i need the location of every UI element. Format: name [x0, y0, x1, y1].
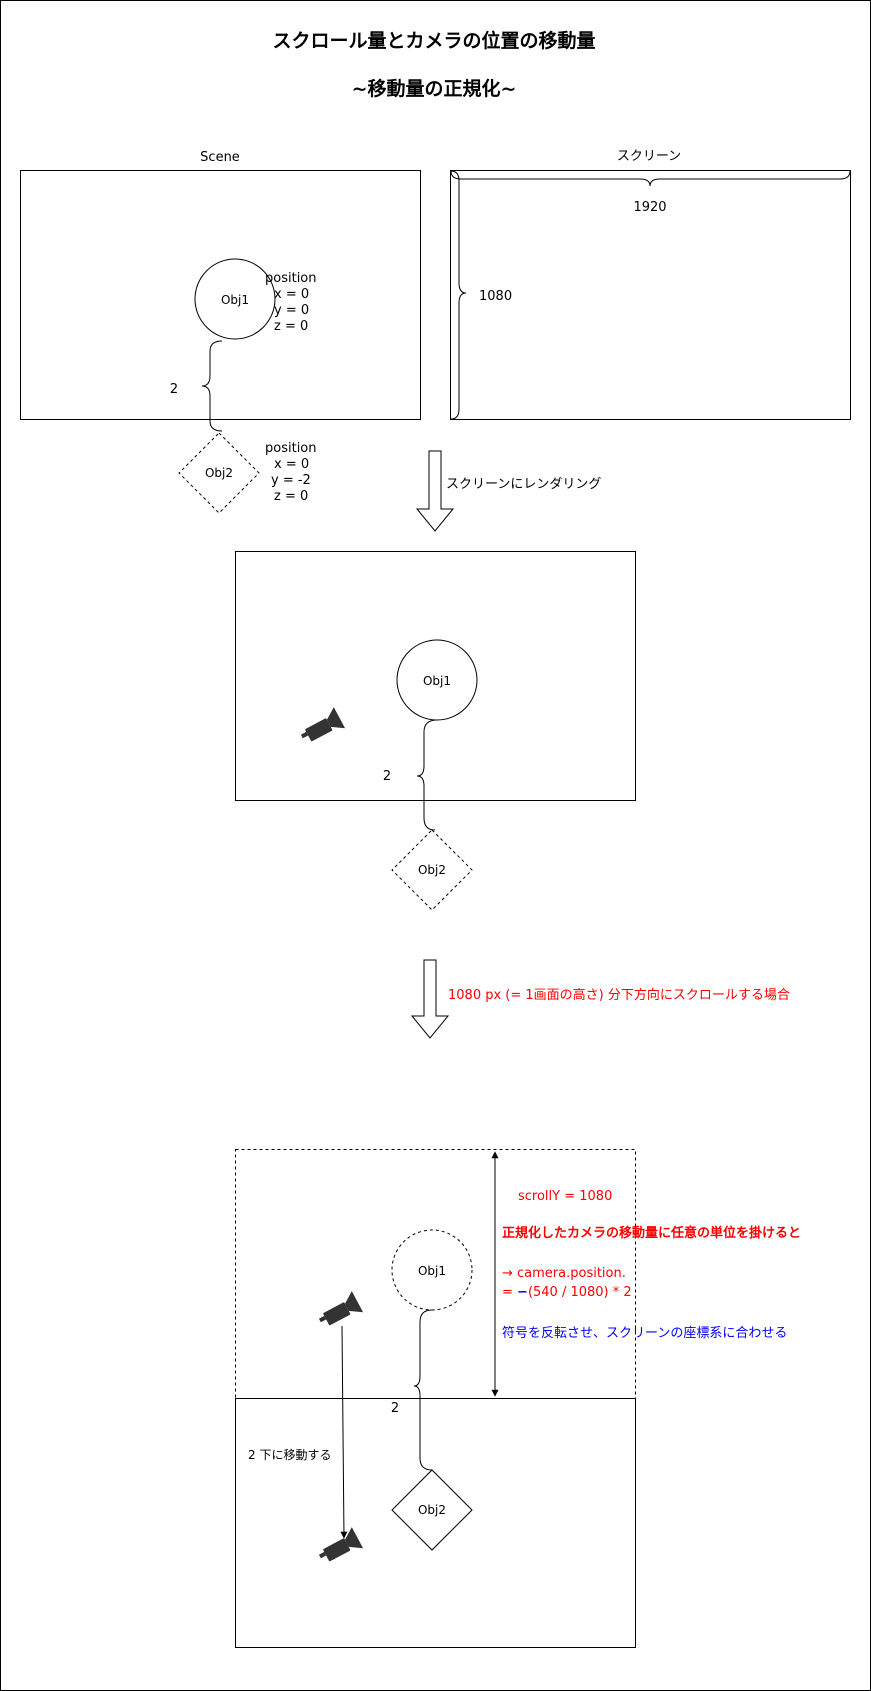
scene-obj1-label: Obj1 — [221, 293, 249, 307]
render-obj2-label: Obj2 — [418, 863, 446, 877]
formula-line-1: → camera.position. — [502, 1266, 626, 1281]
scroll-distance-brace — [413, 1309, 433, 1471]
scene-distance-label: 2 — [170, 382, 178, 397]
screen-height-label: 1080 — [479, 289, 512, 304]
page-title: スクロール量とカメラの位置の移動量 — [272, 29, 595, 52]
scroll-obj2-diamond — [391, 1469, 473, 1551]
formula-eq: = — [502, 1285, 517, 1300]
scene-box — [20, 170, 421, 420]
scene-obj1-position-x: x = 0 — [274, 287, 309, 302]
scroll-distance-label: 2 — [391, 1401, 399, 1416]
scene-obj1-position-y: y = 0 — [274, 303, 309, 318]
camera-icon — [296, 707, 346, 748]
scroll-new-screen-box — [235, 1398, 636, 1648]
sign-note: 符号を反転させ、スクリーンの座標系に合わせる — [502, 1325, 787, 1341]
camera-icon — [314, 1291, 364, 1332]
formula-line-2: = −(540 / 1080) * 2 — [502, 1285, 632, 1300]
scroll-obj1-label: Obj1 — [418, 1264, 446, 1278]
camera-move-label: 2 下に移動する — [248, 1448, 331, 1462]
scene-obj2-position-x: x = 0 — [274, 457, 309, 472]
arrow2-label: 1080 px (= 1画面の高さ) 分下方向にスクロールする場合 — [448, 987, 790, 1003]
render-distance-brace — [416, 719, 438, 831]
arrow1-label: スクリーンにレンダリング — [446, 477, 601, 492]
formula-sign: − — [517, 1285, 528, 1300]
camera-icon — [314, 1527, 364, 1568]
scene-label: Scene — [200, 150, 240, 165]
scene-obj1-circle — [194, 258, 276, 340]
scroll-y-label: scrollY = 1080 — [518, 1189, 612, 1204]
normalize-label: 正規化したカメラの移動量に任意の単位を掛けると — [502, 1225, 801, 1241]
formula-rest: (540 / 1080) * 2 — [528, 1285, 632, 1300]
scene-obj2-position-title: position — [265, 441, 317, 456]
screen-width-label: 1920 — [633, 200, 666, 215]
scene-obj2-position-z: z = 0 — [274, 489, 308, 504]
screen-label: スクリーン — [617, 149, 681, 164]
screen-box — [450, 170, 851, 420]
scene-obj2-position-y: y = -2 — [271, 473, 311, 488]
scene-obj1-position: position x = 0 y = 0 z = 0 — [265, 271, 317, 334]
render-obj1-label: Obj1 — [423, 674, 451, 688]
scene-obj2-position: position x = 0 y = -2 z = 0 — [265, 441, 317, 504]
arrow-down-icon — [410, 959, 450, 1039]
camera-move-arrow — [340, 1325, 348, 1539]
scene-obj1-position-z: z = 0 — [274, 319, 308, 334]
scene-obj2-label: Obj2 — [205, 466, 233, 480]
render-box — [235, 551, 636, 801]
scroll-obj2-label: Obj2 — [418, 1503, 446, 1517]
screen-height-brace — [450, 170, 467, 420]
scene-distance-brace — [201, 340, 223, 432]
arrow-down-icon — [415, 450, 455, 532]
render-distance-label: 2 — [383, 769, 391, 784]
scene-obj1-position-title: position — [265, 271, 317, 286]
page-subtitle: ~移動量の正規化~ — [352, 77, 517, 100]
scene-obj2-diamond — [178, 432, 260, 514]
screen-width-brace — [450, 170, 851, 187]
render-obj2-diamond — [391, 829, 473, 911]
